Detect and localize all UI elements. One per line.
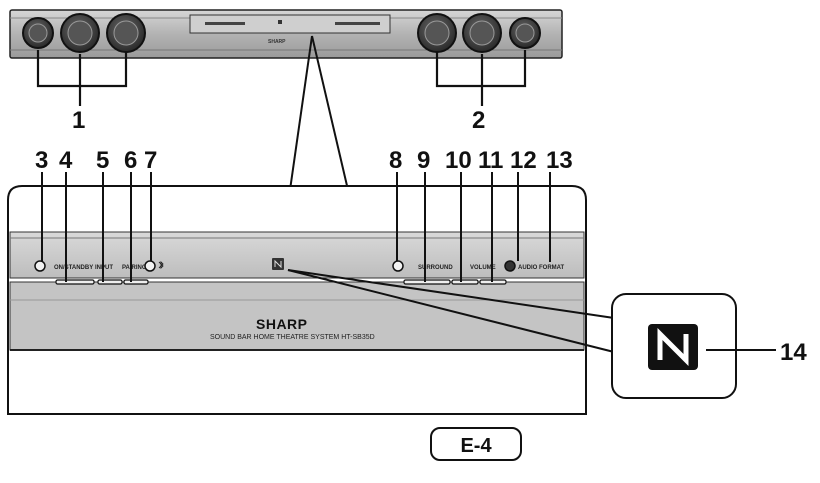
panel-model: SOUND BAR HOME THEATRE SYSTEM HT-SB35D xyxy=(210,334,375,341)
page-label-text: E-4 xyxy=(460,435,492,457)
pairing-button[interactable] xyxy=(123,279,149,285)
nfc-zoom-lines xyxy=(287,269,615,353)
panel-closeup: ON/STANDBY INPUT PAIRING SURROUND VOLUME… xyxy=(7,185,587,415)
callout-bracket-2 xyxy=(435,50,527,106)
panel-nfc-icon xyxy=(272,258,284,270)
volume-down-button[interactable] xyxy=(451,279,479,285)
bluetooth-indicator xyxy=(144,260,156,272)
label-volume: VOLUME xyxy=(470,265,496,271)
callout-13: 13 xyxy=(546,147,573,174)
nfc-callout-box xyxy=(611,293,737,399)
audio-format-indicator xyxy=(504,260,516,272)
bluetooth-icon xyxy=(158,260,164,270)
label-input: INPUT xyxy=(95,265,113,271)
panel-brand: SHARP xyxy=(256,316,308,332)
on-standby-button[interactable] xyxy=(55,279,95,285)
callout-7: 7 xyxy=(144,147,157,174)
label-audio-format: AUDIO FORMAT xyxy=(518,265,565,271)
callout-10: 10 xyxy=(445,147,472,174)
overview-brand: SHARP xyxy=(268,39,286,45)
callout-5: 5 xyxy=(96,147,109,174)
callout-6: 6 xyxy=(124,147,137,174)
leader-lines xyxy=(41,172,551,282)
callout-4: 4 xyxy=(59,147,73,174)
surround-button[interactable] xyxy=(403,279,451,285)
input-button[interactable] xyxy=(97,279,123,285)
page-label: E-4 xyxy=(430,427,522,461)
label-surround: SURROUND xyxy=(418,265,453,271)
on-standby-indicator xyxy=(34,260,46,272)
callout-9: 9 xyxy=(417,147,430,174)
callout-12: 12 xyxy=(510,147,537,174)
callout-1: 1 xyxy=(72,107,85,134)
right-indicator xyxy=(392,260,404,272)
callout-2: 2 xyxy=(472,107,485,134)
label-on-standby: ON/STANDBY xyxy=(54,265,93,271)
nfc-n-mark-icon xyxy=(648,324,698,370)
callout-11: 11 xyxy=(478,147,503,174)
zoom-lines xyxy=(289,35,349,191)
callout-8: 8 xyxy=(389,147,402,174)
callout-3: 3 xyxy=(35,147,48,174)
callout-bracket-1 xyxy=(36,50,128,106)
callout-14: 14 xyxy=(780,339,807,366)
label-pairing: PAIRING xyxy=(122,265,147,271)
soundbar-overview: SHARP xyxy=(9,9,563,59)
